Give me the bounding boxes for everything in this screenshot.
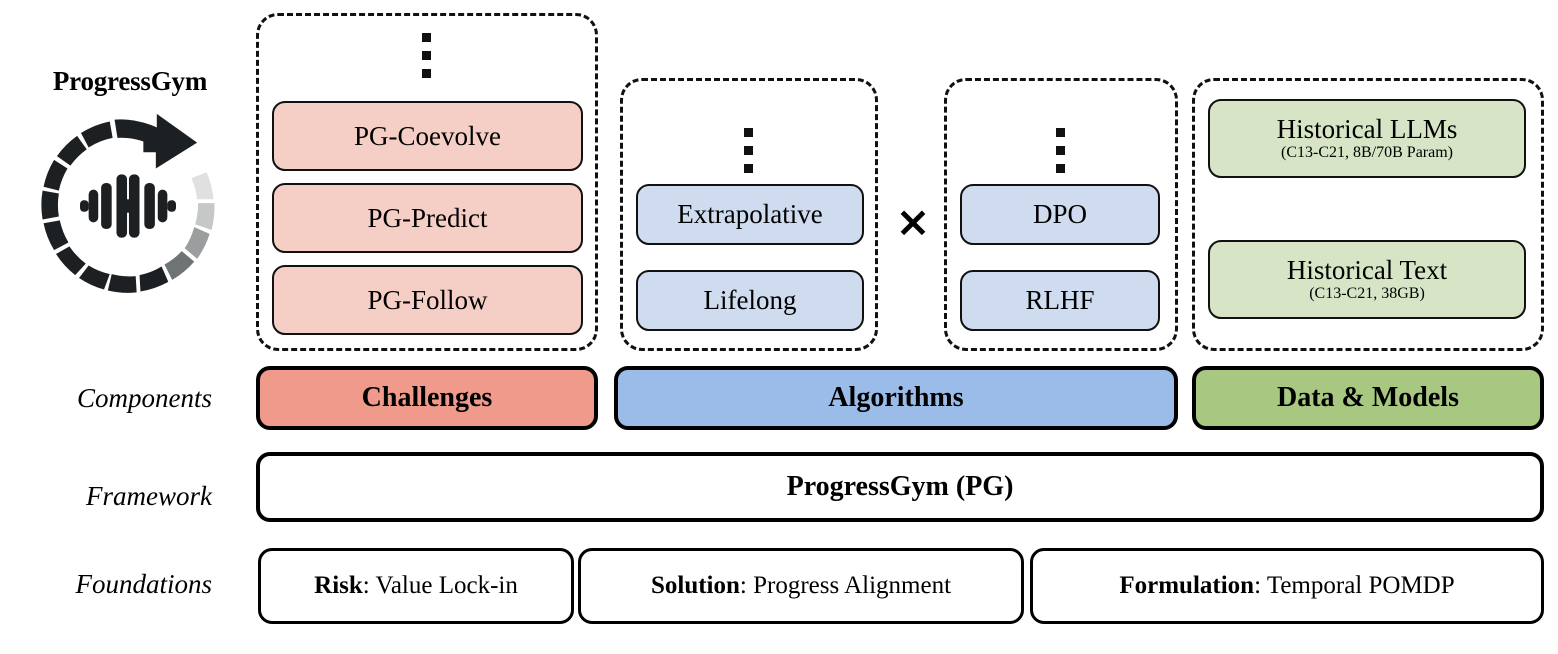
foundation-card-formulation[interactable]: Formulation: Temporal POMDP [1030,548,1544,624]
foundation-sep: : [1254,572,1267,599]
page-title: ProgressGym [52,66,208,96]
pill-historical-text[interactable]: Historical Text (C13-C21, 38GB) [1208,240,1526,319]
foundation-card-risk[interactable]: Risk: Value Lock-in [258,548,574,624]
group-algorithms-left [620,78,878,351]
pill-pg-coevolve[interactable]: PG-Coevolve [272,101,583,171]
framework-bar[interactable]: ProgressGym (PG) [256,452,1544,522]
component-bar-label: Data & Models [1277,382,1459,413]
pill-label: Lifelong [703,285,797,316]
vertical-ellipsis-icon [422,33,431,78]
foundation-text: Solution: Progress Alignment [651,572,951,600]
pill-dpo[interactable]: DPO [960,184,1160,245]
group-algorithms-right [944,78,1178,351]
pill-sublabel: (C13-C21, 38GB) [1309,285,1425,303]
pill-pg-follow[interactable]: PG-Follow [272,265,583,335]
row-label-framework: Framework [86,481,212,511]
foundation-sep: : [739,572,754,599]
foundation-text: Formulation: Temporal POMDP [1119,572,1454,600]
progress-ring-dumbbell-icon [32,108,224,304]
pill-pg-predict[interactable]: PG-Predict [272,183,583,253]
pill-label: PG-Predict [367,202,488,233]
pill-extrapolative[interactable]: Extrapolative [636,184,864,245]
framework-bar-label: ProgressGym (PG) [786,471,1014,502]
group-data-models [1192,78,1544,351]
foundation-card-solution[interactable]: Solution: Progress Alignment [578,548,1024,624]
pill-lifelong[interactable]: Lifelong [636,270,864,331]
component-bar-challenges[interactable]: Challenges [256,366,598,430]
pill-label: PG-Coevolve [354,120,501,151]
component-bar-label: Algorithms [828,382,964,413]
multiply-icon: × [895,197,931,246]
pill-label: Extrapolative [677,199,823,230]
pill-label: RLHF [1025,285,1095,316]
foundation-key: Solution [650,572,740,599]
foundation-value: Progress Alignment [753,572,952,599]
component-bar-algorithms[interactable]: Algorithms [614,366,1178,430]
pill-label: Historical Text [1286,254,1448,285]
pill-rlhf[interactable]: RLHF [960,270,1160,331]
foundation-value: Temporal POMDP [1266,572,1455,599]
foundation-key: Formulation [1119,572,1255,599]
foundation-sep: : [362,572,376,599]
vertical-ellipsis-icon [744,128,753,173]
pill-label: PG-Follow [367,284,488,315]
row-label-foundations: Foundations [75,569,212,599]
pill-historical-llms[interactable]: Historical LLMs (C13-C21, 8B/70B Param) [1208,99,1526,178]
row-label-components: Components [77,383,212,413]
pill-label: Historical LLMs [1276,113,1458,144]
group-challenges [256,13,598,351]
foundation-value: Value Lock-in [375,572,518,599]
vertical-ellipsis-icon [1056,128,1065,173]
foundation-key: Risk [314,572,363,599]
pill-label: DPO [1032,199,1087,230]
component-bar-data-models[interactable]: Data & Models [1192,366,1544,430]
foundation-text: Risk: Value Lock-in [314,572,518,600]
component-bar-label: Challenges [361,382,493,413]
pill-sublabel: (C13-C21, 8B/70B Param) [1281,144,1453,162]
